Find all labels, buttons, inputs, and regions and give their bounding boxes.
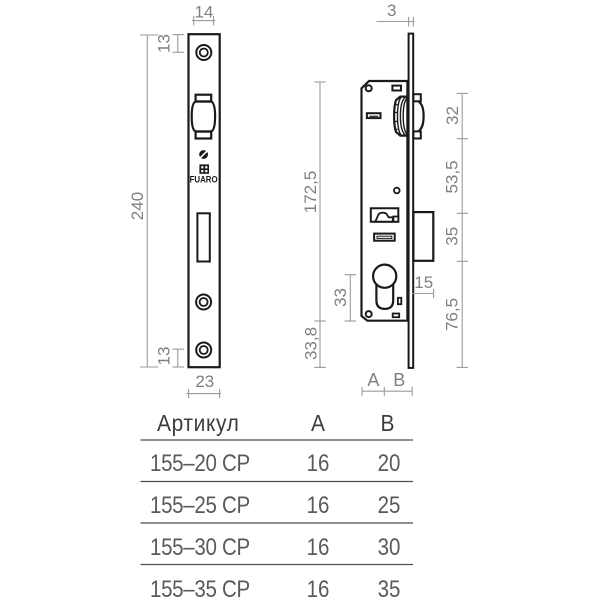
svg-text:14: 14 [194,3,213,22]
svg-text:35: 35 [443,227,462,246]
svg-text:А: А [311,410,325,436]
svg-text:155–20 CP: 155–20 CP [150,449,250,476]
svg-text:FUARO: FUARO [190,175,218,185]
svg-text:25: 25 [378,491,401,518]
svg-text:16: 16 [307,491,330,518]
svg-text:240: 240 [128,192,147,220]
svg-text:155–25 CP: 155–25 CP [150,491,250,518]
svg-text:13: 13 [154,347,173,366]
svg-text:33: 33 [331,288,350,307]
svg-text:172,5: 172,5 [301,171,320,214]
svg-text:3: 3 [387,1,396,20]
svg-text:23: 23 [195,372,214,391]
svg-text:15: 15 [414,273,433,292]
svg-text:13: 13 [154,34,173,53]
svg-text:16: 16 [307,449,330,476]
svg-text:35: 35 [378,575,401,600]
svg-text:53,5: 53,5 [443,160,462,193]
svg-text:32: 32 [443,106,462,125]
svg-text:A: A [367,370,379,390]
svg-text:30: 30 [378,533,401,560]
svg-text:В: В [380,410,394,436]
svg-text:Артикул: Артикул [157,410,239,436]
svg-text:B: B [393,370,405,390]
svg-text:33,8: 33,8 [302,327,321,360]
svg-text:16: 16 [307,575,330,600]
svg-text:155–30 CP: 155–30 CP [150,533,250,560]
svg-text:20: 20 [378,449,401,476]
svg-text:16: 16 [307,533,330,560]
svg-text:155–35 CP: 155–35 CP [150,575,250,600]
svg-text:76,5: 76,5 [443,298,462,331]
